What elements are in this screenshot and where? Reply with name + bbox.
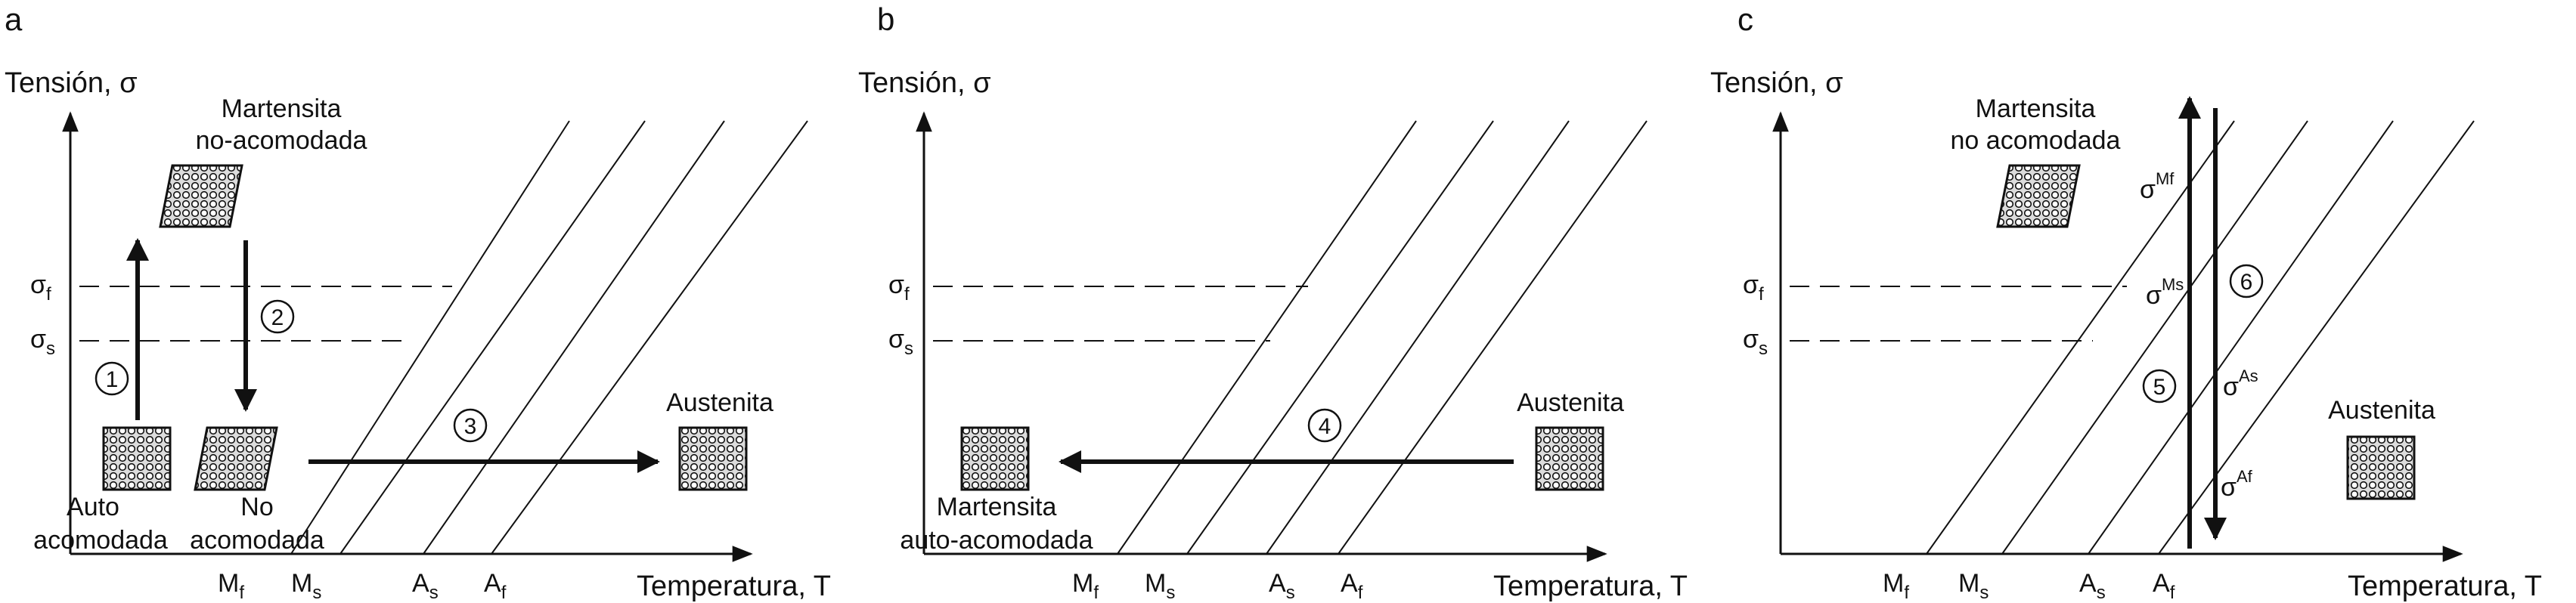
panel-c-mf-label: Mf — [1883, 569, 1909, 603]
panel-b-austenite-crystal — [1535, 426, 1604, 491]
panel-b-martensite-label-line1: Martensita — [937, 493, 1057, 521]
panel-b-as-line — [1266, 120, 1570, 555]
panel-a-martensite-unaccommodated-crystal — [159, 164, 243, 228]
panel-a-mf-label: Mf — [218, 569, 244, 603]
panel-c-mf-line — [1926, 120, 2235, 555]
panel-b-letter: b — [877, 2, 894, 37]
panel-a-sigma-s-label: σs — [30, 325, 55, 359]
panel-c-step6-badge — [2229, 264, 2264, 298]
panel-a-step1-badge — [95, 361, 129, 396]
panel-b-martensite-label-line2: auto-acomodada — [900, 526, 1093, 555]
panel-b-ms-label: Ms — [1145, 569, 1175, 603]
panel-a-y-axis-label: Tensión, σ — [5, 67, 138, 99]
panel-c-martensite-label-line1: Martensita — [1976, 94, 2096, 123]
panel-b-austenite-label: Austenita — [1517, 388, 1624, 417]
panel-b-x-axis-label: Temperatura, T — [1493, 571, 1688, 602]
panel-c-as-line — [2088, 120, 2394, 555]
panel-b-af-line — [1338, 120, 1648, 555]
panel-a-mf-line — [290, 120, 570, 555]
panel-c-austenite-crystal — [2346, 435, 2416, 500]
panel-a-af-line — [491, 120, 808, 555]
panel-b-ms-line — [1186, 120, 1494, 555]
panel-a-no-label-line2: acomodada — [190, 526, 324, 555]
panel-c-x-axis-label: Temperatura, T — [2348, 571, 2542, 602]
panel-a-af-label: Af — [484, 569, 507, 603]
panel-c-as-label: As — [2079, 569, 2106, 603]
panel-b-af-label: Af — [1341, 569, 1363, 603]
panel-b-y-axis-label: Tensión, σ — [858, 67, 991, 99]
panel-c-sigma-as-label: σAs — [2223, 366, 2258, 401]
panel-c-step5-number: 5 — [2153, 375, 2166, 400]
panel-a-non-accommodated-crystal — [194, 426, 278, 491]
panel-a-auto-label-line2: acomodada — [33, 526, 168, 555]
panel-a-martensite-label-line1: Martensita — [222, 94, 342, 123]
panel-c: c Tensión, σ Temperatura, T σf σs Mf Ms … — [1710, 2, 2542, 603]
panel-c-martensite-label-line2: no acomodada — [1951, 126, 2121, 155]
panel-b-step4-number: 4 — [1319, 414, 1331, 439]
panel-a-sigma-f-label: σf — [30, 271, 51, 305]
panel-a-step1-number: 1 — [106, 367, 119, 392]
panel-a-auto-label-line1: Auto — [67, 493, 119, 521]
panel-a-austenite-label: Austenita — [666, 388, 773, 417]
panel-c-step5-badge — [2142, 369, 2177, 404]
panel-c-martensite-crystal — [1996, 164, 2081, 228]
panel-b-sigma-f-label: σf — [888, 271, 910, 305]
panel-b: b Tensión, σ Temperatura, T σf σs Mf Ms … — [858, 2, 1688, 603]
panel-c-sigma-mf-label: σMf — [2140, 169, 2175, 204]
panel-c-af-line — [2158, 120, 2475, 555]
panel-c-sigma-f-label: σf — [1743, 271, 1764, 305]
panel-b-mf-line — [1117, 120, 1417, 555]
panel-a-step3-number: 3 — [464, 414, 477, 439]
panel-a: a Tensión, σ Temperatura, T σf σs Mf Ms … — [5, 2, 831, 603]
panel-b-as-label: As — [1269, 569, 1295, 603]
panel-c-austenite-label: Austenita — [2328, 396, 2435, 425]
panel-c-ms-line — [2001, 120, 2308, 555]
panel-a-no-label-line1: No — [240, 493, 273, 521]
panel-b-martensite-crystal — [960, 426, 1030, 491]
panel-a-ms-label: Ms — [291, 569, 321, 603]
panel-b-sigma-s-label: σs — [888, 325, 913, 359]
panel-c-ms-label: Ms — [1958, 569, 1989, 603]
panel-c-af-label: Af — [2153, 569, 2175, 603]
panel-a-as-line — [423, 120, 725, 555]
panel-b-step4-badge — [1307, 408, 1342, 443]
panel-c-letter: c — [1737, 2, 1753, 37]
panel-a-as-label: As — [412, 569, 439, 603]
panel-a-step2-badge — [260, 299, 295, 334]
panel-c-step6-number: 6 — [2240, 270, 2253, 295]
panel-c-sigma-ms-label: σMs — [2146, 275, 2184, 310]
panel-a-austenite-crystal — [678, 426, 748, 491]
panel-a-step3-badge — [453, 408, 488, 443]
panel-a-martensite-label-line2: no-acomodada — [196, 126, 367, 155]
panel-a-auto-accommodated-crystal — [102, 426, 172, 491]
panel-c-y-axis-label: Tensión, σ — [1710, 67, 1843, 99]
panel-a-ms-line — [339, 120, 646, 555]
panel-c-sigma-s-label: σs — [1743, 325, 1768, 359]
panel-c-sigma-af-label: σAf — [2221, 467, 2253, 502]
panel-a-step2-number: 2 — [271, 305, 284, 330]
panel-a-letter: a — [5, 2, 23, 37]
panel-b-mf-label: Mf — [1072, 569, 1099, 603]
panel-a-x-axis-label: Temperatura, T — [637, 571, 831, 602]
